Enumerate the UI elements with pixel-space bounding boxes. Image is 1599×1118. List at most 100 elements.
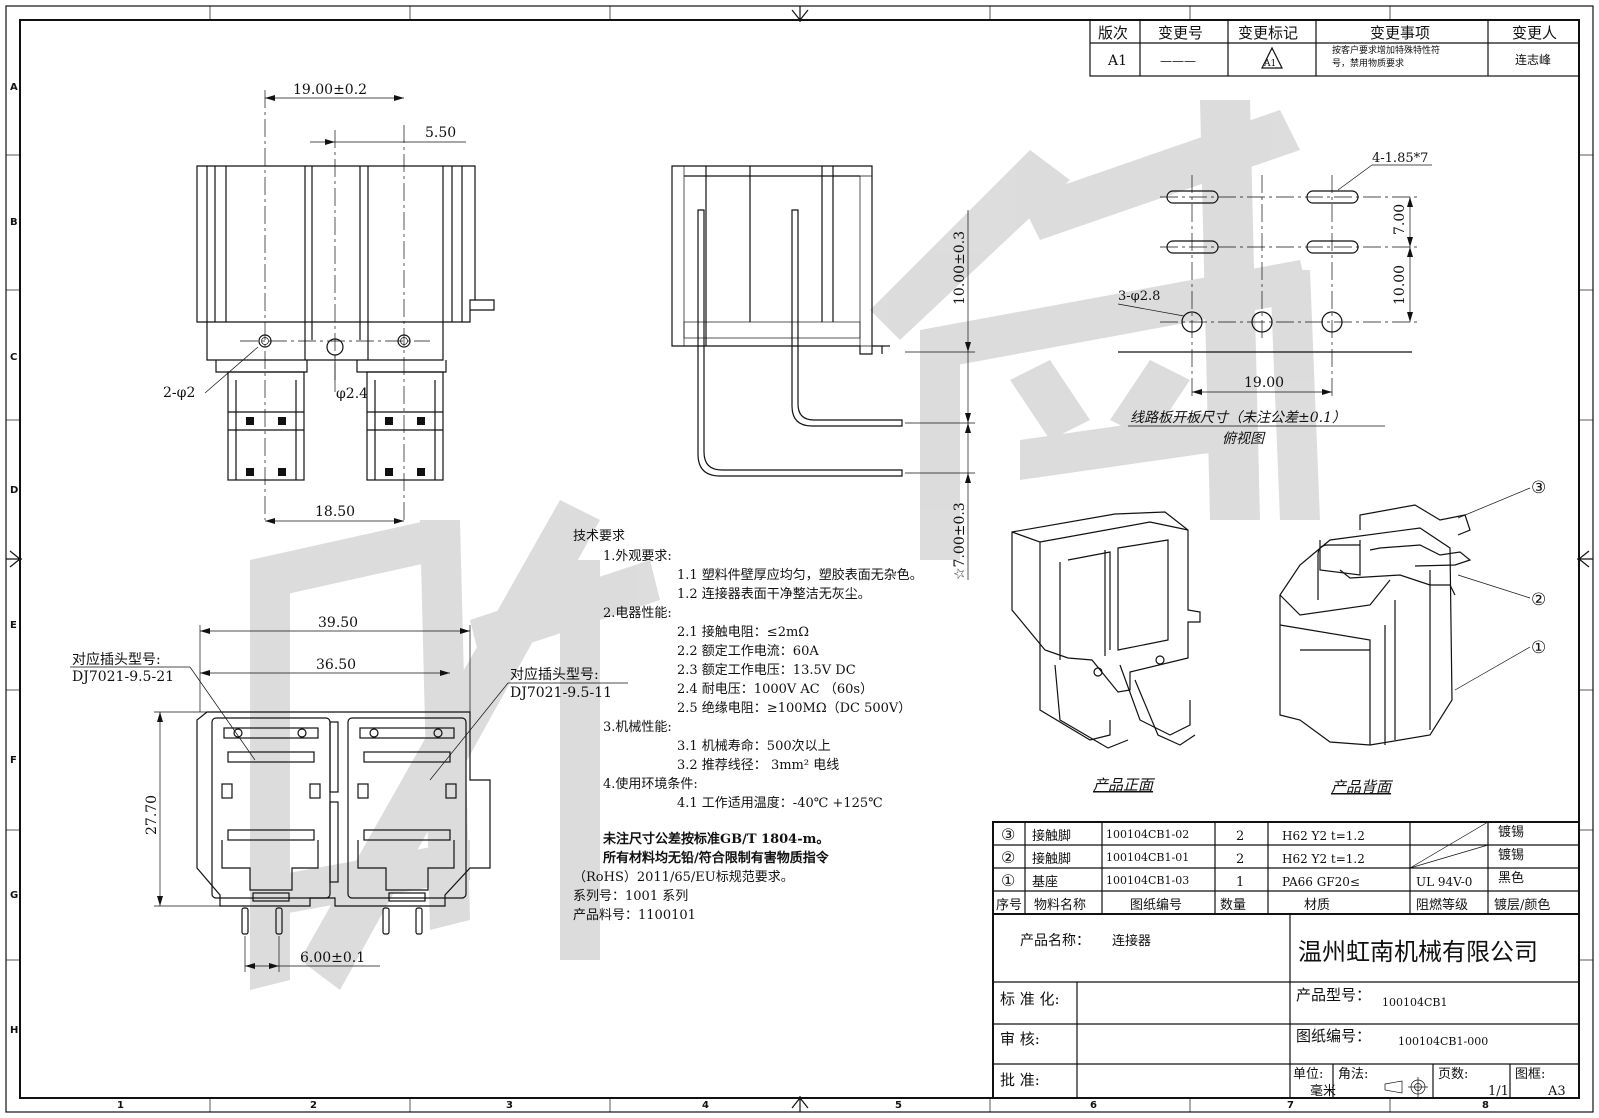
svg-text:4: 4	[702, 1100, 709, 1111]
svg-text:产品型号：: 产品型号：	[1296, 986, 1371, 1004]
svg-text:2.4 耐电压：1000V AC （60s）: 2.4 耐电压：1000V AC （60s）	[677, 682, 873, 697]
svg-text:3: 3	[506, 1100, 513, 1111]
svg-text:100104CB1-000: 100104CB1-000	[1398, 1035, 1488, 1048]
svg-text:A: A	[10, 82, 18, 93]
svg-text:接触脚: 接触脚	[1032, 828, 1071, 844]
svg-text:产品背面: 产品背面	[1331, 778, 1394, 796]
svg-text:未注尺寸公差按标准GB/T 1804-m。: 未注尺寸公差按标准GB/T 1804-m。	[602, 831, 829, 847]
svg-text:4.1 工作适用温度：-40℃ +125℃: 4.1 工作适用温度：-40℃ +125℃	[677, 795, 883, 811]
svg-text:5: 5	[895, 1100, 902, 1111]
svg-text:5.50: 5.50	[425, 125, 456, 141]
svg-text:连志峰: 连志峰	[1515, 52, 1551, 67]
svg-text:②: ②	[1531, 590, 1546, 610]
svg-text:18.50: 18.50	[315, 504, 355, 520]
svg-text:3-φ2.8: 3-φ2.8	[1118, 289, 1160, 304]
projection-symbol-icon	[1384, 1077, 1428, 1097]
svg-text:变更事项: 变更事项	[1370, 24, 1430, 42]
svg-text:镀锡: 镀锡	[1498, 824, 1524, 840]
svg-text:产品料号：1100101: 产品料号：1100101	[573, 908, 696, 923]
svg-text:系列号：1001 系列: 系列号：1001 系列	[573, 889, 688, 904]
svg-text:4-1.85*7: 4-1.85*7	[1372, 151, 1428, 166]
svg-text:接触脚: 接触脚	[1032, 851, 1071, 867]
svg-text:批 准:: 批 准:	[1000, 1071, 1040, 1089]
svg-text:序号: 序号	[996, 898, 1022, 913]
svg-text:☆7.00±0.3: ☆7.00±0.3	[952, 502, 968, 580]
svg-text:对应插头型号:: 对应插头型号:	[72, 651, 161, 668]
svg-text:黑色: 黑色	[1498, 870, 1524, 886]
svg-text:3.机械性能:: 3.机械性能:	[603, 720, 672, 735]
centering-marks	[6, 6, 1593, 1112]
svg-text:物料名称: 物料名称	[1034, 897, 1086, 913]
svg-text:19.00: 19.00	[1244, 375, 1284, 391]
svg-text:2-φ2: 2-φ2	[163, 385, 195, 401]
svg-text:100104CB1-01: 100104CB1-01	[1106, 851, 1189, 864]
svg-text:镀锡: 镀锡	[1498, 847, 1524, 863]
border-col-labels: 1 2 3 4 5 6 7 8	[117, 1100, 1489, 1111]
svg-text:A3: A3	[1547, 1084, 1566, 1099]
tech-requirements: 技术要求 1.外观要求: 1.1 塑料件壁厚应均匀，塑胶表面无杂色。 1.2 连…	[573, 529, 923, 923]
svg-text:3.1 机械寿命：500次以上: 3.1 机械寿命：500次以上	[677, 738, 831, 754]
svg-text:UL 94V-0: UL 94V-0	[1416, 875, 1472, 889]
svg-text:线路板开板尺寸（未注公差±0.1）: 线路板开板尺寸（未注公差±0.1）	[1130, 410, 1346, 426]
svg-text:H62 Y2 t=1.2: H62 Y2 t=1.2	[1282, 852, 1365, 866]
svg-text:对应插头型号:: 对应插头型号:	[510, 666, 599, 683]
svg-text:产品名称：: 产品名称：	[1020, 933, 1090, 949]
svg-text:温州虹南机械有限公司: 温州虹南机械有限公司	[1298, 938, 1538, 966]
svg-text:H62 Y2 t=1.2: H62 Y2 t=1.2	[1282, 829, 1365, 843]
iso-front-view: 产品正面	[1011, 511, 1201, 794]
svg-text:数量: 数量	[1220, 898, 1246, 913]
svg-text:1.2 连接器表面干净整洁无灰尘。: 1.2 连接器表面干净整洁无灰尘。	[677, 586, 871, 602]
svg-text:角法:: 角法:	[1338, 1067, 1368, 1082]
svg-text:G: G	[10, 890, 18, 901]
svg-text:100104CB1: 100104CB1	[1382, 996, 1448, 1009]
svg-text:1: 1	[117, 1100, 124, 1111]
svg-text:10.00±0.3: 10.00±0.3	[952, 231, 968, 305]
svg-text:2.电器性能:: 2.电器性能:	[603, 606, 672, 621]
svg-text:毫米: 毫米	[1310, 1083, 1336, 1099]
svg-text:F: F	[10, 755, 17, 766]
svg-text:6.00±0.1: 6.00±0.1	[300, 950, 365, 966]
bom-table: ③ 接触脚 100104CB1-02 2 H62 Y2 t=1.2 镀锡 ② 接…	[992, 821, 1580, 1099]
bottom-view: 39.50 36.50 27.70 6.00±0.1 对应插头型号: DJ702…	[70, 615, 628, 972]
pcb-layout: 7.00 10.00 4-1.85*7 3-φ2.8 19.00 线路板开板尺寸…	[1117, 151, 1432, 447]
svg-text:7: 7	[1287, 1100, 1294, 1111]
svg-text:连接器: 连接器	[1112, 933, 1151, 949]
svg-text:DJ7021-9.5-11: DJ7021-9.5-11	[510, 685, 612, 701]
svg-text:材质: 材质	[1304, 898, 1330, 913]
border-row-labels: A B C D E F G H	[10, 82, 18, 1036]
iso-back-view: 产品背面 ③ ② ①	[1279, 478, 1546, 796]
svg-text:②: ②	[1001, 848, 1015, 867]
svg-text:阻燃等级: 阻燃等级	[1416, 897, 1468, 913]
svg-text:变更标记: 变更标记	[1238, 24, 1298, 42]
svg-text:2.5 绝缘电阻：≥100MΩ（DC 500V）: 2.5 绝缘电阻：≥100MΩ（DC 500V）	[677, 700, 911, 716]
svg-text:8: 8	[1482, 1100, 1489, 1111]
svg-text:2.3 额定工作电压：13.5V DC: 2.3 额定工作电压：13.5V DC	[677, 663, 856, 678]
front-view: 19.00±0.2 5.50 2-φ2 φ2.4 18.50	[163, 82, 495, 524]
svg-text:2: 2	[1236, 852, 1244, 867]
svg-text:所有材料均无铅/符合限制有害物质指令: 所有材料均无铅/符合限制有害物质指令	[603, 850, 830, 866]
svg-text:B: B	[10, 217, 18, 228]
svg-text:图纸编号：: 图纸编号：	[1296, 1027, 1371, 1045]
svg-text:俯视图: 俯视图	[1222, 431, 1266, 447]
svg-text:1.1 塑料件壁厚应均匀，塑胶表面无杂色。: 1.1 塑料件壁厚应均匀，塑胶表面无杂色。	[677, 567, 923, 583]
svg-text:单位:: 单位:	[1293, 1067, 1323, 1082]
svg-text:100104CB1-03: 100104CB1-03	[1106, 874, 1189, 887]
svg-text:A1: A1	[1107, 53, 1127, 69]
svg-text:C: C	[10, 352, 17, 363]
svg-text:2: 2	[310, 1100, 317, 1111]
revision-table: 版次 变更号 变更标记 变更事项 变更人 A1 ——— A1 按客户要求增加特殊…	[1089, 19, 1580, 77]
svg-text:标 准 化:: 标 准 化:	[1000, 990, 1060, 1008]
svg-text:3.2 推荐线径： 3mm² 电线: 3.2 推荐线径： 3mm² 电线	[677, 758, 839, 773]
svg-text:变更号: 变更号	[1158, 24, 1203, 42]
svg-text:H: H	[10, 1025, 18, 1036]
svg-text:2: 2	[1236, 829, 1244, 844]
svg-text:图框:: 图框:	[1515, 1067, 1545, 1082]
svg-text:基座: 基座	[1032, 875, 1058, 890]
border-ticks	[6, 6, 1593, 1112]
svg-text:4.使用环境条件:: 4.使用环境条件:	[603, 776, 698, 792]
svg-text:①: ①	[1531, 638, 1546, 658]
svg-text:DJ7021-9.5-21: DJ7021-9.5-21	[72, 669, 174, 685]
svg-text:技术要求: 技术要求	[573, 529, 625, 544]
svg-text:———: ———	[1160, 54, 1196, 68]
